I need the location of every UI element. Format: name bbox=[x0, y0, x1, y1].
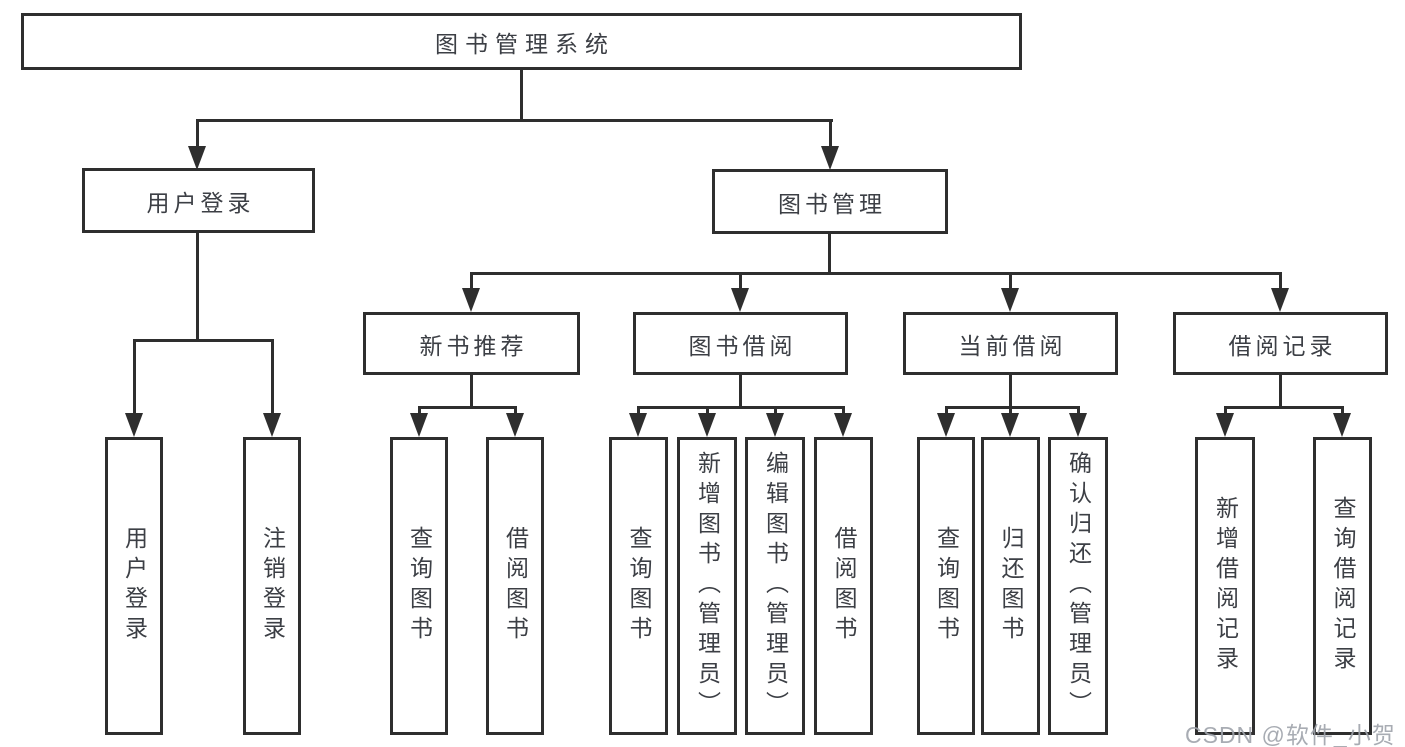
leaf-borrow-books-recommendation: 借阅图书 bbox=[486, 437, 544, 735]
leaf-query-books-current: 查询图书 bbox=[917, 437, 975, 735]
node-current-borrowing: 当前借阅 bbox=[903, 312, 1118, 375]
node-book-borrowing: 图书借阅 bbox=[633, 312, 848, 375]
arrowhead-down-icon bbox=[1001, 413, 1019, 437]
arrowhead-down-icon bbox=[629, 413, 647, 437]
leaf-borrow-books: 借阅图书 bbox=[814, 437, 873, 735]
connector-line bbox=[196, 233, 199, 339]
connector-line bbox=[637, 406, 640, 413]
connector-line bbox=[739, 375, 742, 406]
arrowhead-down-icon bbox=[821, 146, 839, 170]
arrowhead-down-icon bbox=[834, 413, 852, 437]
connector-line bbox=[1009, 272, 1012, 288]
connector-line bbox=[1279, 272, 1282, 288]
node-label: 注销登录 bbox=[259, 526, 286, 646]
connector-line bbox=[1009, 375, 1012, 406]
node-label: 查询借阅记录 bbox=[1330, 496, 1356, 676]
leaf-add-borrow-record: 新增借阅记录 bbox=[1195, 437, 1255, 735]
connector-line bbox=[133, 339, 274, 342]
node-label: 确认归还（管理员） bbox=[1065, 451, 1092, 721]
node-label: 新增借阅记录 bbox=[1212, 496, 1239, 676]
connector-line bbox=[739, 272, 742, 288]
node-label: 图书管理 bbox=[778, 190, 886, 217]
node-label: 新增图书（管理员） bbox=[694, 451, 721, 721]
node-user-login: 用户登录 bbox=[82, 168, 315, 233]
leaf-user-login: 用户登录 bbox=[105, 437, 163, 735]
connector-line bbox=[470, 272, 473, 288]
node-label: 查询图书 bbox=[933, 526, 960, 646]
connector-line bbox=[271, 339, 274, 413]
leaf-return-books: 归还图书 bbox=[981, 437, 1040, 735]
arrowhead-down-icon bbox=[462, 288, 480, 312]
connector-line bbox=[828, 234, 831, 272]
node-label: 借阅图书 bbox=[502, 526, 529, 646]
connector-line bbox=[1009, 406, 1012, 413]
node-book-management: 图书管理 bbox=[712, 169, 948, 234]
leaf-logout: 注销登录 bbox=[243, 437, 301, 735]
node-label: 图书借阅 bbox=[688, 332, 797, 359]
node-label: 用户登录 bbox=[121, 526, 148, 646]
leaf-add-books-admin: 新增图书（管理员） bbox=[677, 437, 737, 735]
arrowhead-down-icon bbox=[731, 288, 749, 312]
node-label: 借阅记录 bbox=[1228, 332, 1337, 359]
node-label: 查询图书 bbox=[406, 526, 433, 646]
arrowhead-down-icon bbox=[263, 413, 281, 437]
arrowhead-down-icon bbox=[506, 413, 524, 437]
arrowhead-down-icon bbox=[766, 413, 784, 437]
connector-line bbox=[842, 406, 845, 413]
connector-line bbox=[418, 406, 421, 413]
node-label: 查询图书 bbox=[626, 526, 652, 646]
node-label: 用户登录 bbox=[146, 189, 255, 216]
connector-line bbox=[514, 406, 517, 413]
connector-line bbox=[774, 406, 777, 413]
connector-line bbox=[196, 119, 833, 122]
arrowhead-down-icon bbox=[698, 413, 716, 437]
node-borrowing-records: 借阅记录 bbox=[1173, 312, 1388, 375]
watermark: CSDN @软件_小贺同学 bbox=[1185, 722, 1396, 747]
node-label: 图书管理系统 bbox=[435, 30, 615, 57]
connector-line bbox=[945, 406, 1080, 409]
connector-line bbox=[196, 119, 199, 146]
arrowhead-down-icon bbox=[125, 413, 143, 437]
connector-line bbox=[829, 119, 832, 146]
node-label: 新书推荐 bbox=[419, 332, 528, 359]
leaf-query-borrow-record: 查询借阅记录 bbox=[1313, 437, 1372, 735]
arrowhead-down-icon bbox=[1271, 288, 1289, 312]
node-label: 当前借阅 bbox=[958, 332, 1067, 359]
arrowhead-down-icon bbox=[1216, 413, 1234, 437]
leaf-query-books-borrowing: 查询图书 bbox=[609, 437, 668, 735]
leaf-edit-books-admin: 编辑图书（管理员） bbox=[745, 437, 805, 735]
connector-line bbox=[706, 406, 709, 413]
arrowhead-down-icon bbox=[410, 413, 428, 437]
connector-line bbox=[945, 406, 948, 413]
arrowhead-down-icon bbox=[1001, 288, 1019, 312]
connector-line bbox=[637, 406, 845, 409]
connector-line bbox=[1279, 375, 1282, 406]
connector-line bbox=[520, 70, 523, 119]
connector-line bbox=[1341, 406, 1344, 413]
node-library-management-system: 图书管理系统 bbox=[21, 13, 1022, 70]
connector-line bbox=[1224, 406, 1227, 413]
arrowhead-down-icon bbox=[188, 146, 206, 170]
arrowhead-down-icon bbox=[1333, 413, 1351, 437]
node-label: 借阅图书 bbox=[831, 526, 857, 646]
connector-line bbox=[133, 339, 136, 413]
connector-line bbox=[418, 406, 517, 409]
leaf-confirm-return-admin: 确认归还（管理员） bbox=[1048, 437, 1108, 735]
connector-line bbox=[1224, 406, 1344, 409]
arrowhead-down-icon bbox=[937, 413, 955, 437]
connector-line bbox=[470, 375, 473, 406]
node-new-book-recommendation: 新书推荐 bbox=[363, 312, 580, 375]
connector-line bbox=[470, 272, 1281, 275]
leaf-query-books-recommendation: 查询图书 bbox=[390, 437, 448, 735]
node-label: 编辑图书（管理员） bbox=[762, 451, 789, 721]
arrowhead-down-icon bbox=[1069, 413, 1087, 437]
node-label: 归还图书 bbox=[998, 526, 1024, 646]
connector-line bbox=[1077, 406, 1080, 413]
